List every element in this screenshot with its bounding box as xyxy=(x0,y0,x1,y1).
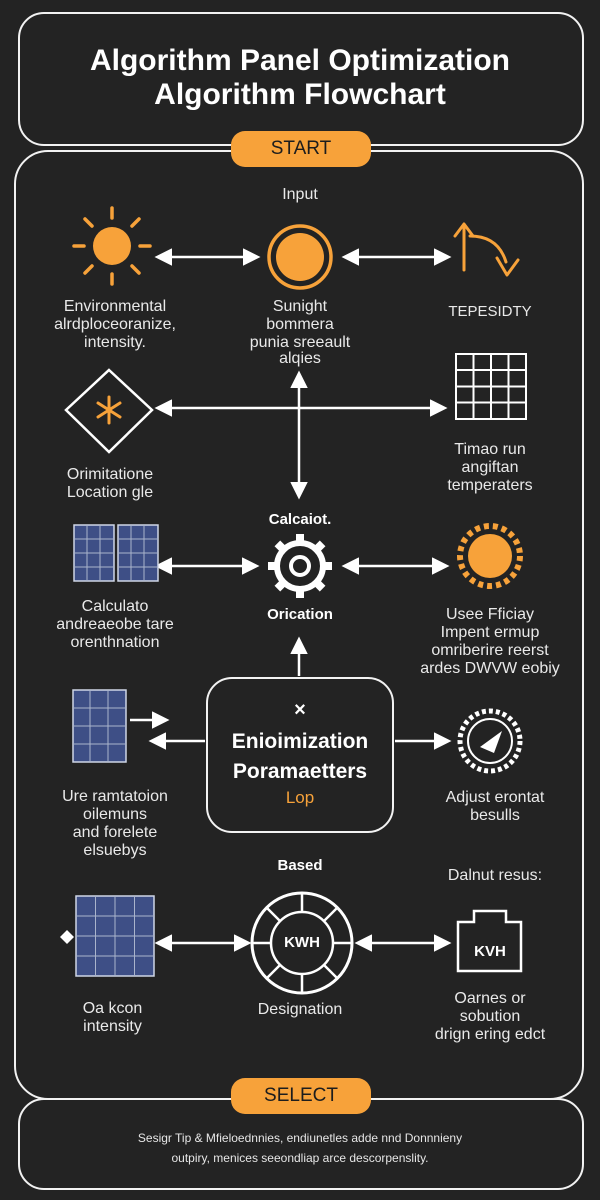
large-panel-icon xyxy=(75,895,155,977)
adjust-gauge-icon xyxy=(457,708,523,774)
temperature-label-1: Timao run xyxy=(454,441,526,458)
grid-icon xyxy=(455,353,527,420)
optimization-parameters-box: × Enioimization Poramaetters Lop xyxy=(206,677,394,833)
efficiency-label-1: Usee Fficiay xyxy=(445,606,535,623)
small-diamond-icon xyxy=(60,930,74,944)
bottom-right-label-2: sobution xyxy=(459,1008,521,1025)
calculate-label-3: orenthnation xyxy=(70,634,160,651)
efficiency-label-3: omriberire reerst xyxy=(431,642,549,659)
environmental-label-3: intensity. xyxy=(84,334,146,351)
single-panel-icon xyxy=(72,689,127,763)
sun-icon xyxy=(72,206,152,286)
kvh-meter-icon xyxy=(456,909,523,973)
orientation-diamond-icon xyxy=(64,368,154,454)
sunlight-label-2: bommera xyxy=(266,316,334,333)
title-line-2: Algorithm Flowchart xyxy=(154,78,446,111)
gear-icon xyxy=(268,534,332,598)
output-heading: Dalnut resus: xyxy=(447,867,543,884)
based-heading: Based xyxy=(277,857,323,874)
start-terminal: START xyxy=(231,131,371,167)
temperature-label-3: temperaters xyxy=(447,477,533,494)
calculate-label-1: Calculato xyxy=(81,598,149,615)
title-line-1: Algorithm Panel Optimization xyxy=(89,44,510,77)
orientation-step-label: Orication xyxy=(267,606,333,623)
bottom-left-label-2: intensity xyxy=(83,1018,142,1035)
loop-label: Lop xyxy=(285,788,315,807)
sunlight-label-4: alqies xyxy=(279,350,321,367)
temperature-label-2: angiftan xyxy=(461,459,519,476)
footer-line-2: outpiry, menices seeondliap arce descorp… xyxy=(171,1151,429,1165)
footer-line-1: Sesigr Tip & Mfieloednnies, endiunetles … xyxy=(137,1131,463,1145)
solar-panels-icon xyxy=(73,524,159,582)
environmental-label-2: alrdploceoranize, xyxy=(54,316,176,333)
core-title-1: Enioimization xyxy=(231,730,369,753)
sunlight-circle-icon xyxy=(267,224,333,290)
rotation-label-4: elsuebys xyxy=(83,842,147,859)
kwh-text: KWH xyxy=(284,934,320,951)
bottom-right-label-3: drign ering edct xyxy=(434,1026,546,1043)
rotation-label-3: and forelete xyxy=(72,824,158,841)
input-heading: Input xyxy=(282,186,318,203)
sunlight-label-1: Sunight xyxy=(272,298,328,315)
adjust-label-2: besulls xyxy=(470,807,520,824)
kvh-text: KVH xyxy=(474,943,506,960)
intensity-label: TEPESIDTY xyxy=(448,303,532,320)
calculate-label-2: andreaeobe tare xyxy=(56,616,174,633)
select-terminal: SELECT xyxy=(231,1078,371,1114)
efficiency-sun-icon xyxy=(457,523,523,589)
turn-arrow-icon xyxy=(453,222,520,277)
orientation-label-2: Location gle xyxy=(66,484,154,501)
designation-label: Designation xyxy=(257,1001,343,1018)
efficiency-label-4: ardes DWVW eobiy xyxy=(420,660,560,677)
rotation-label-2: oilemuns xyxy=(82,806,148,823)
adjust-label-1: Adjust erontat xyxy=(445,789,545,806)
sunlight-label-3: punia sreeault xyxy=(249,334,351,351)
kwh-wheel-icon xyxy=(250,891,354,995)
rotation-label-1: Ure ramtatoion xyxy=(62,788,168,805)
environmental-label-1: Environmental xyxy=(63,298,167,315)
core-title-2: Poramaetters xyxy=(232,760,368,783)
calculation-heading: Calcaiot. xyxy=(268,511,332,528)
bottom-right-label-1: Oarnes or xyxy=(454,990,526,1007)
close-symbol-icon: × xyxy=(294,699,306,721)
bottom-left-label-1: Oa kcon xyxy=(82,1000,143,1017)
efficiency-label-2: Impent ermup xyxy=(440,624,540,641)
orientation-label-1: Orimitatione xyxy=(66,466,154,483)
